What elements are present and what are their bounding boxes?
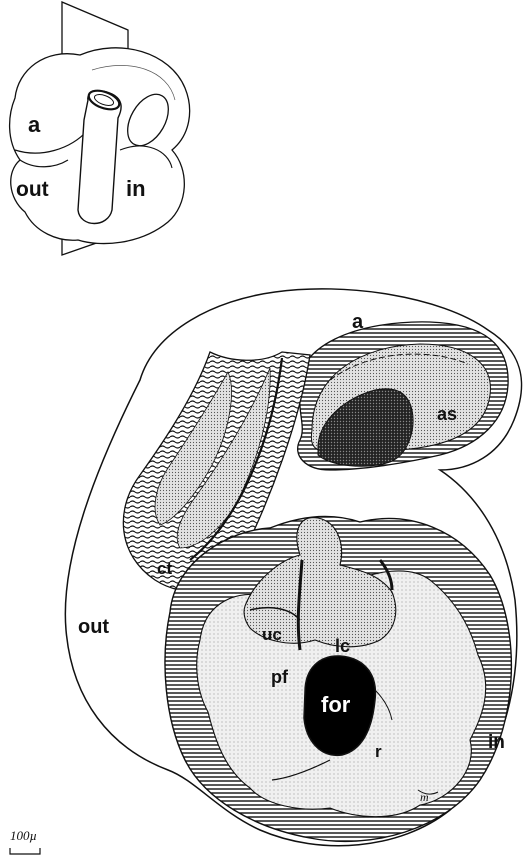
label-ct: ct bbox=[157, 559, 172, 578]
label-pf: pf bbox=[271, 667, 289, 687]
label-out: out bbox=[78, 616, 109, 638]
label-as: as bbox=[437, 404, 457, 424]
label-lc: lc bbox=[335, 636, 350, 656]
inset-label-a: a bbox=[28, 112, 41, 137]
inset-label-out: out bbox=[16, 178, 49, 201]
label-uc: uc bbox=[262, 625, 282, 644]
label-for: for bbox=[321, 692, 351, 717]
label-m: m bbox=[420, 790, 429, 804]
label-in: in bbox=[488, 732, 505, 753]
scale-bar-label: 100µ bbox=[10, 828, 37, 843]
label-r: r bbox=[375, 742, 382, 761]
inset-label-in: in bbox=[126, 176, 146, 201]
inset-schematic: a out in bbox=[10, 2, 190, 255]
main-section: a as ct out uc lc pf for r in m bbox=[65, 289, 521, 846]
label-a: a bbox=[352, 311, 364, 333]
scale-bar: 100µ bbox=[10, 828, 40, 854]
scale-bar-line bbox=[10, 848, 40, 854]
